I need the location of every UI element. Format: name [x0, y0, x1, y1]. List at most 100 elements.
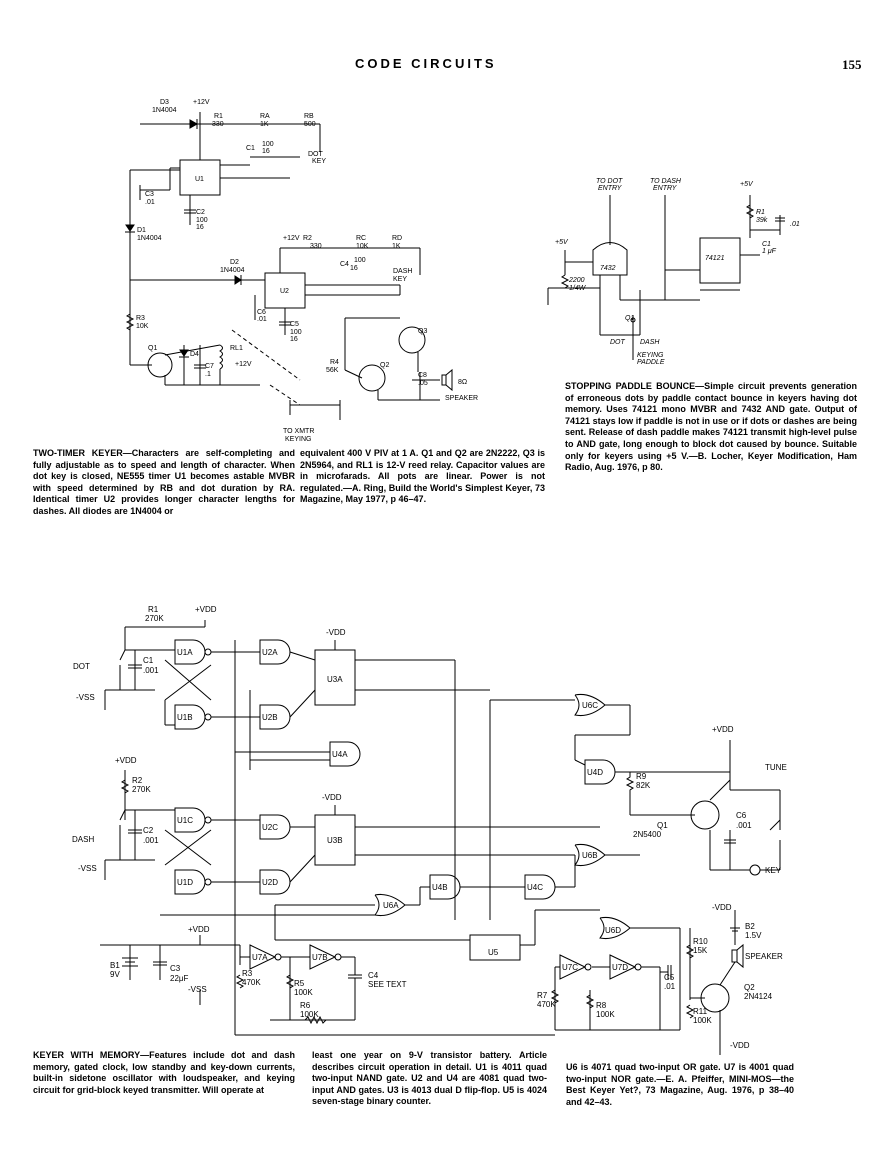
s3-label-c4-note: SEE TEXT: [368, 980, 407, 989]
s1-label-c6: C6: [257, 309, 266, 316]
s3-label-r10-val: 15K: [693, 946, 708, 955]
s1-label-12v-c: +12V: [235, 361, 252, 368]
s1-label-c1-v: 16: [262, 148, 270, 155]
s1-label-q1: Q1: [148, 345, 157, 352]
s2-label-r1-val: 39k: [756, 217, 768, 224]
s3-label-r9: R9: [636, 772, 647, 781]
s3-label-u5: U5: [488, 948, 499, 957]
s3-label-c1: C1: [143, 656, 154, 665]
s3-label-q2: Q2: [744, 983, 755, 992]
s3-label-c5: C5: [664, 973, 675, 982]
s1-label-dash: DASH: [393, 268, 412, 275]
s3-label-tune: TUNE: [765, 763, 787, 772]
s3-label-u1d: U1D: [177, 878, 193, 887]
s3-label-u2d: U2D: [262, 878, 278, 887]
s1-label-c2-v: 16: [196, 224, 204, 231]
s1-label-c4-v: 16: [350, 265, 358, 272]
s3-label-q1: Q1: [657, 821, 668, 830]
s2-label-c1: C1: [762, 241, 771, 248]
s1-label-to-xmtr: TO XMTR: [283, 428, 314, 435]
s1-label-u2: U2: [280, 288, 289, 295]
s2-label-5v-b: +5V: [555, 239, 569, 246]
s2-label-to-dash: TO DASH: [650, 178, 682, 185]
s3-label-vdd-neg: -VDD: [326, 628, 346, 637]
s2-label-q1: Q1: [625, 315, 634, 322]
s3-label-r11-val: 100K: [693, 1016, 712, 1025]
s3-label-r3: R3: [242, 969, 253, 978]
s1-label-rd-val: 1K: [392, 243, 401, 250]
s1-label-ra-val: 1K: [260, 121, 269, 128]
s2-label-7432: 7432: [600, 265, 616, 272]
s1-label-rd: RD: [392, 235, 402, 242]
s1-label-8ohm: 8Ω: [458, 379, 467, 386]
s1-label-r3-val: 10K: [136, 323, 149, 330]
s3-label-dot: DOT: [73, 662, 90, 671]
s1-label-rl1: RL1: [230, 345, 243, 352]
s3-label-r7: R7: [537, 991, 548, 1000]
s2-label-to-dot: TO DOT: [596, 178, 623, 185]
s1-label-c3-val: .01: [145, 199, 155, 206]
s1-label-r2: R2: [303, 235, 312, 242]
memory-caption-col1: KEYER WITH MEMORY—Features include dot a…: [33, 1050, 295, 1095]
s3-label-u4d: U4D: [587, 768, 603, 777]
s3-label-c6-val: .001: [736, 821, 752, 830]
s3-label-u6a: U6A: [383, 901, 399, 910]
s3-label-u4c: U4C: [527, 883, 543, 892]
s2-label-c1-val: 1 μF: [762, 248, 777, 255]
s2-label-r1: R1: [756, 209, 765, 216]
s1-label-q3: Q3: [418, 328, 427, 335]
s3-label-u7a: U7A: [252, 953, 268, 962]
s3-label-vdd-c: +VDD: [712, 725, 734, 734]
s3-label-vss-b: -VSS: [78, 864, 97, 873]
s3-label-q2-part: 2N4124: [744, 992, 773, 1001]
page-number: 155: [842, 57, 862, 72]
s1-label-c4-val: 100: [354, 257, 366, 264]
s3-label-vss-c: -VSS: [188, 985, 207, 994]
s3-label-c4: C4: [368, 971, 379, 980]
s3-label-r10: R10: [693, 937, 708, 946]
s2-label-dot-entry: ENTRY: [598, 185, 623, 192]
s3-label-r8-val: 100K: [596, 1010, 615, 1019]
s3-label-r2: R2: [132, 776, 143, 785]
s3-label-u7b: U7B: [312, 953, 328, 962]
s3-label-vdd: +VDD: [195, 605, 217, 614]
s1-label-c6-val: .01: [257, 316, 267, 323]
s3-label-q1-part: 2N5400: [633, 830, 662, 839]
s3-label-u7d: U7D: [612, 963, 628, 972]
s1-label-d3: D3: [160, 99, 169, 106]
s3-label-u6b: U6B: [582, 851, 598, 860]
s3-label-u4b: U4B: [432, 883, 448, 892]
s1-label-c2-val: 100: [196, 217, 208, 224]
s3-label-vdd-b: +VDD: [115, 756, 137, 765]
s3-label-r9-val: 82K: [636, 781, 651, 790]
s1-label-c7: C7: [205, 363, 214, 370]
s2-label-2200: 2200: [568, 277, 585, 284]
s1-label-r1-val: 330: [212, 121, 224, 128]
s3-label-vdd-d: +VDD: [188, 925, 210, 934]
s1-label-rc: RC: [356, 235, 366, 242]
s3-label-vss: -VSS: [76, 693, 95, 702]
s1-label-rb: RB: [304, 113, 314, 120]
s2-label-5v: +5V: [740, 181, 754, 188]
s3-label-r6: R6: [300, 1001, 311, 1010]
s3-label-c2-val: .001: [143, 836, 159, 845]
s1-label-r1: R1: [214, 113, 223, 120]
s2-label-c-01: .01: [790, 221, 800, 228]
s3-label-b1-val: 9V: [110, 970, 120, 979]
two-timer-caption-col2: equivalent 400 V PIV at 1 A. Q1 and Q2 a…: [300, 448, 545, 505]
s3-label-c2: C2: [143, 826, 154, 835]
s1-label-r2-val: 330: [310, 243, 322, 250]
s1-label-d2-part: 1N4004: [220, 267, 245, 274]
s1-label-c2: C2: [196, 209, 205, 216]
s3-label-u2c: U2C: [262, 823, 278, 832]
s2-label-quarter-w: 1/4W: [569, 285, 587, 292]
s1-label-c1: C1: [246, 145, 255, 152]
s3-label-c3-val: 22μF: [170, 974, 189, 983]
s1-label-dot-key: KEY: [312, 158, 326, 165]
s3-label-c5-val: .01: [664, 982, 676, 991]
s1-label-d1-part: 1N4004: [137, 235, 162, 242]
s3-label-u1c: U1C: [177, 816, 193, 825]
s1-label-d1: D1: [137, 227, 146, 234]
